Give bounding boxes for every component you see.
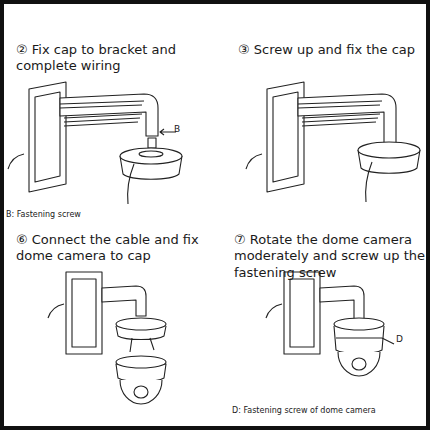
arm-edge [60, 101, 144, 108]
leader-line [382, 338, 394, 344]
screw-arrow [160, 129, 176, 135]
wall-plate-inner [273, 92, 298, 182]
bracket-arm [320, 286, 364, 320]
dome-rim [116, 356, 166, 368]
cap-top [116, 318, 166, 330]
arm-edge [298, 101, 382, 108]
panel-connect-dome [48, 272, 166, 404]
step-caption: ② Fix cap to bracket and complete wiring [16, 42, 206, 75]
step-caption: ⑥ Connect the cable and fix dome camera … [16, 232, 216, 265]
bracket-arm [60, 94, 158, 136]
callout-label: B: Fastening screw [6, 210, 166, 220]
cable [8, 154, 24, 169]
cable [246, 154, 262, 169]
dome-bubble [338, 352, 380, 376]
cap-top [358, 142, 420, 158]
callout-label: B [174, 124, 194, 135]
cable-bundle [302, 114, 380, 126]
step-caption: ③ Screw up and fix the cap [238, 42, 428, 58]
cap-hub [139, 151, 163, 157]
cable [128, 164, 134, 204]
cap-top [120, 148, 182, 164]
cable [130, 338, 154, 352]
cap-top [334, 318, 384, 330]
wall-plate [66, 272, 102, 354]
wall-plate-inner [290, 279, 314, 347]
wall-plate-inner [72, 279, 96, 347]
camera-lens [352, 358, 366, 370]
panel-rotate-dome [266, 272, 394, 376]
callout-label: D [396, 334, 416, 345]
step-caption: ⑦ Rotate the dome camera moderately and … [234, 232, 430, 281]
panel-screw-cap [246, 82, 420, 202]
bracket-arm [298, 94, 396, 144]
dome-bubble [120, 380, 162, 404]
bracket-arm [102, 286, 146, 316]
wall-plate [284, 272, 320, 354]
callout-label: D: Fastening screw of dome camera [232, 406, 428, 416]
panel-fix-cap [8, 82, 182, 204]
camera-lens [134, 386, 148, 398]
cable [366, 162, 372, 202]
cap-neck [148, 138, 156, 148]
cap-seam [336, 337, 382, 338]
cable [48, 304, 64, 318]
wall-plate-inner [35, 92, 60, 182]
cable [266, 304, 282, 318]
cable-bundle [64, 114, 142, 126]
